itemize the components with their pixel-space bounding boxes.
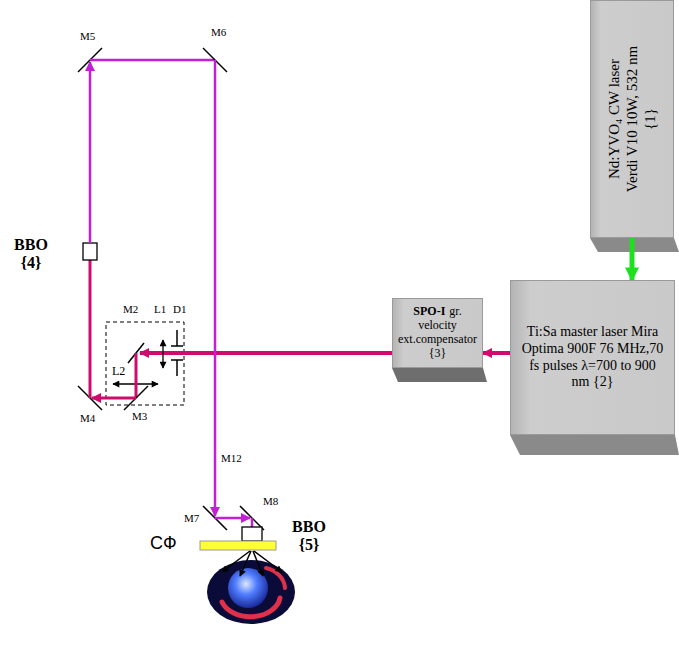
diaphragm-symbol — [171, 359, 183, 361]
beam-image — [266, 568, 285, 588]
output-arrow — [254, 551, 282, 572]
mirror-label: M7 — [184, 512, 199, 525]
laser-beam — [483, 351, 510, 355]
filter — [200, 541, 276, 550]
crystal — [83, 243, 97, 260]
laser-beam — [89, 260, 92, 398]
harmonic-beam — [251, 518, 254, 527]
pump-laser-box: Nd:YVO₄ CW laser Verdi V10 10W, 532 nm {… — [590, 0, 674, 238]
box-bottom-face — [392, 368, 487, 382]
lens-label: L1 — [154, 303, 166, 316]
laser-beam — [135, 353, 138, 398]
beam-image — [222, 598, 280, 617]
mirror-label: M2 — [123, 303, 138, 316]
master-laser-box: Ti:Sa master laser Mira Optima 900F 76 M… — [510, 280, 675, 435]
mirror-label: M3 — [132, 410, 147, 423]
laser-beam — [92, 397, 136, 400]
text-block: SPO-Igr. velocity ext.compensator {3} — [397, 305, 478, 360]
harmonic-beam — [89, 62, 92, 243]
mirror-label: M12 — [221, 452, 242, 465]
diaphragm-label: D1 — [173, 303, 186, 316]
harmonic-beam — [215, 517, 250, 520]
mirror-label: M8 — [263, 495, 278, 508]
pump-beam — [630, 238, 635, 280]
output-arrow — [240, 551, 251, 576]
lens-symbol — [162, 340, 163, 368]
diaphragm-symbol — [171, 345, 183, 347]
diaphragm-symbol — [176, 360, 178, 376]
beam-image — [207, 560, 295, 624]
mirror-label: M4 — [80, 412, 95, 425]
mirror-label: M6 — [211, 26, 226, 39]
compensator-box: SPO-Igr. velocity ext.compensator {3} — [392, 298, 483, 368]
mirror-label: M5 — [80, 30, 95, 43]
harmonic-beam — [214, 60, 217, 516]
laser-beam — [140, 351, 392, 355]
diaphragm-symbol — [176, 330, 178, 346]
crystal — [242, 527, 262, 541]
crystal-label: BBO {4} — [8, 236, 54, 273]
filter-label: СФ — [150, 533, 177, 554]
box-text: Ti:Sa master laser Mira Optima 900F 76 M… — [519, 324, 666, 391]
harmonic-beam — [90, 59, 215, 62]
box-text: Nd:YVO₄ CW laser Verdi V10 10W, 532 nm {… — [605, 44, 659, 194]
rotated-text: Nd:YVO₄ CW laser Verdi V10 10W, 532 nm {… — [605, 44, 659, 194]
box-bottom-face — [510, 435, 679, 455]
crystal-label: BBO {5} — [286, 518, 332, 555]
box-heading: SPO-I — [413, 304, 445, 318]
lens-label: L2 — [112, 365, 125, 379]
dashed-block — [106, 322, 184, 405]
